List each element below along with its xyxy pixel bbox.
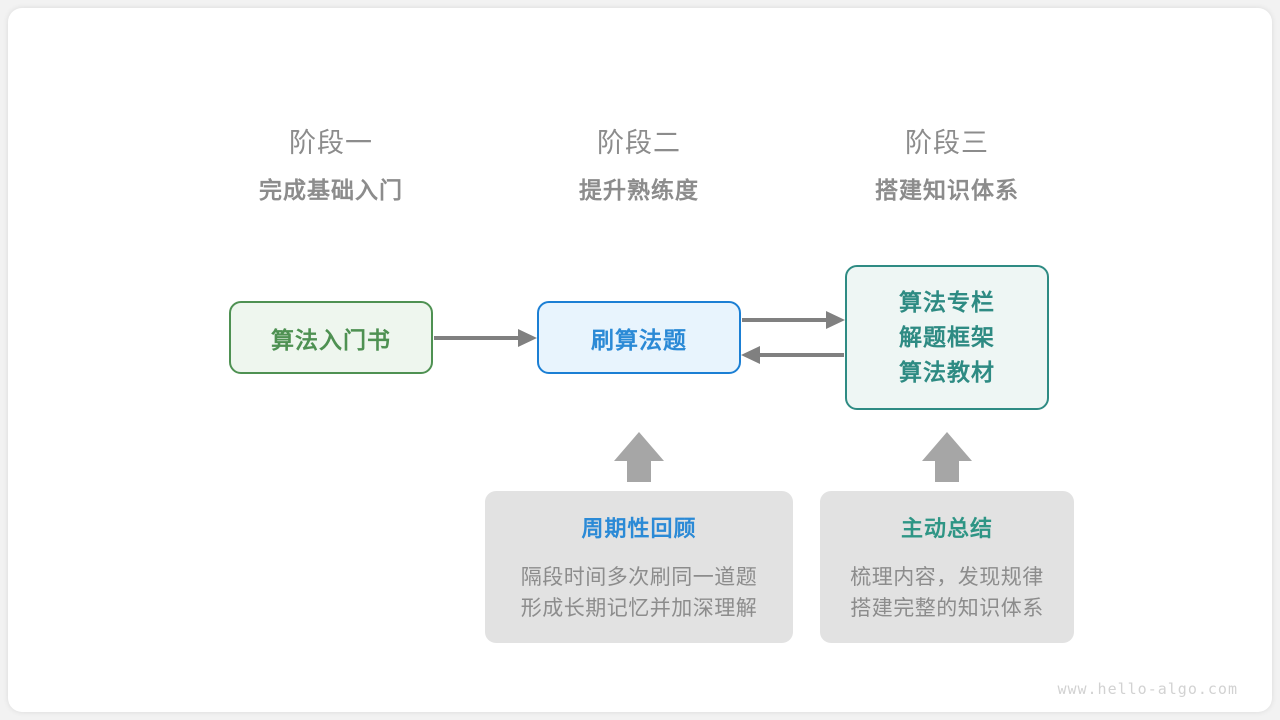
note-summary-body-line-2: 搭建完整的知识体系: [850, 597, 1044, 621]
flow-box-intro[interactable]: 算法入门书: [229, 301, 433, 374]
note-box-review[interactable]: 周期性回顾 隔段时间多次刷同一道题 形成长期记忆并加深理解: [485, 491, 793, 643]
note-summary-body: 梳理内容，发现规律 搭建完整的知识体系: [850, 563, 1044, 625]
stage-2-title: 提升熟练度: [579, 177, 699, 203]
stage-3-number: 阶段三: [905, 128, 989, 158]
flow-box-resources-line-1: 算法专栏: [899, 289, 995, 316]
flow-box-practice[interactable]: 刷算法题: [537, 301, 741, 374]
note-review-body-line-1: 隔段时间多次刷同一道题: [520, 566, 758, 590]
note-summary-title: 主动总结: [900, 516, 993, 541]
stage-header-1: 阶段一 完成基础入门: [231, 130, 431, 202]
stage-2-number: 阶段二: [597, 128, 681, 158]
flow-box-resources[interactable]: 算法专栏 解题框架 算法教材: [845, 265, 1049, 410]
note-box-summary[interactable]: 主动总结 梳理内容，发现规律 搭建完整的知识体系: [820, 491, 1074, 643]
note-summary-body-line-1: 梳理内容，发现规律: [850, 566, 1044, 590]
stage-3-title: 搭建知识体系: [875, 177, 1019, 203]
watermark: www.hello-algo.com: [1057, 680, 1238, 698]
note-review-body-line-2: 形成长期记忆并加深理解: [520, 597, 758, 621]
stage-header-2: 阶段二 提升熟练度: [539, 130, 739, 202]
stage-header-3: 阶段三 搭建知识体系: [847, 130, 1047, 202]
note-review-title: 周期性回顾: [581, 516, 697, 541]
flow-box-practice-line-1: 刷算法题: [591, 326, 687, 353]
flow-box-resources-line-3: 算法教材: [899, 358, 995, 385]
note-review-body: 隔段时间多次刷同一道题 形成长期记忆并加深理解: [521, 563, 758, 625]
stage-1-number: 阶段一: [289, 128, 373, 158]
flow-box-intro-line-1: 算法入门书: [271, 326, 391, 353]
flow-box-resources-line-2: 解题框架: [899, 324, 995, 351]
stage-1-title: 完成基础入门: [259, 177, 403, 203]
